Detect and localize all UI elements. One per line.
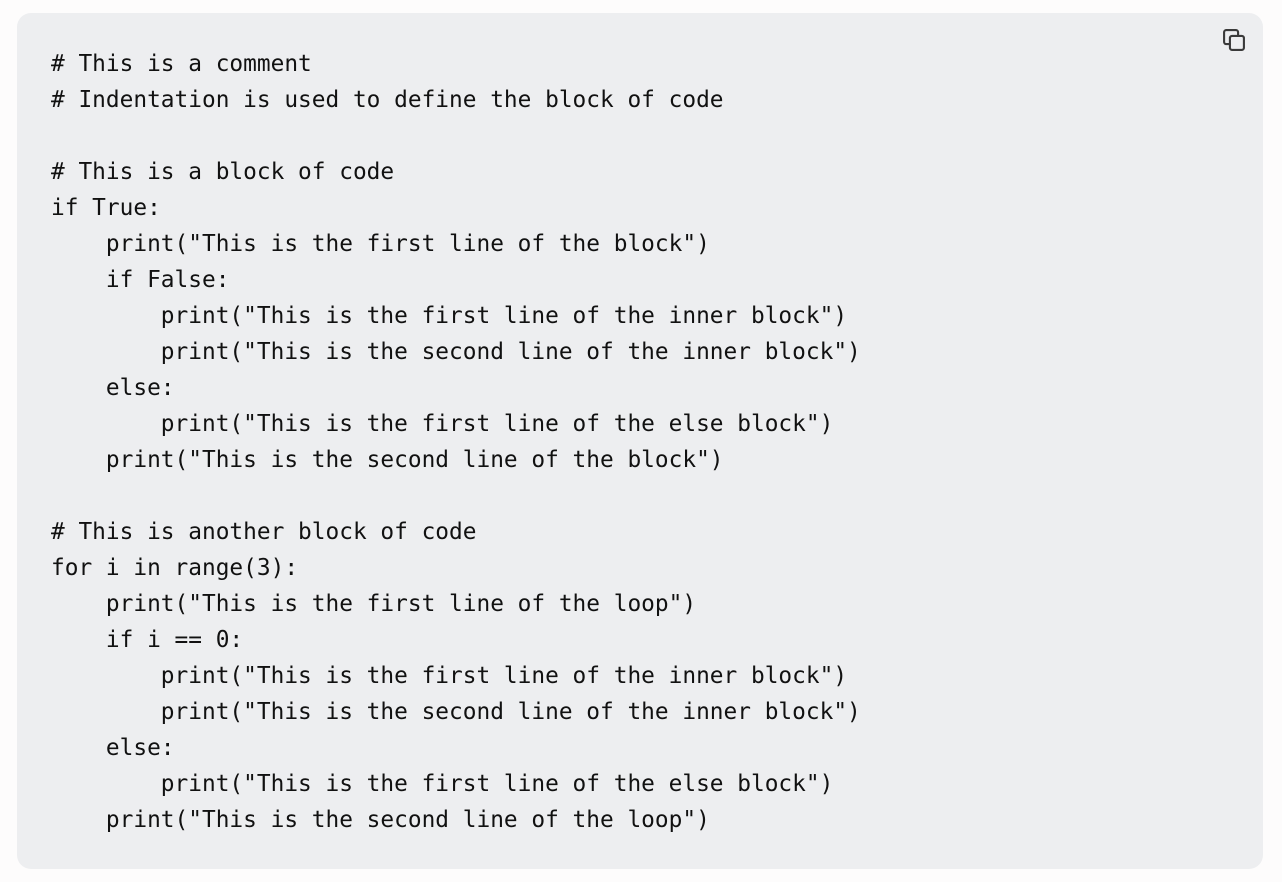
- code-block: # This is a comment # Indentation is used…: [17, 13, 1263, 869]
- code-line: # This is a comment: [51, 51, 312, 77]
- code-line: else:: [51, 735, 175, 761]
- code-line: print("This is the first line of the inn…: [51, 663, 848, 689]
- code-line: print("This is the second line of the lo…: [51, 807, 710, 833]
- code-line: print("This is the first line of the blo…: [51, 231, 710, 257]
- code-line: if True:: [51, 195, 161, 221]
- code-line: print("This is the second line of the bl…: [51, 447, 724, 473]
- copy-icon: [1223, 29, 1245, 51]
- code-line: if i == 0:: [51, 627, 244, 653]
- code-line: # This is another block of code: [51, 519, 477, 545]
- copy-code-button[interactable]: [1219, 25, 1249, 55]
- code-line: print("This is the second line of the in…: [51, 339, 861, 365]
- code-line: for i in range(3):: [51, 555, 299, 581]
- code-line: # Indentation is used to define the bloc…: [51, 87, 724, 113]
- code-content: # This is a comment # Indentation is used…: [51, 46, 861, 838]
- code-line: print("This is the first line of the els…: [51, 411, 834, 437]
- code-line: print("This is the first line of the inn…: [51, 303, 848, 329]
- code-line: [51, 118, 861, 154]
- code-line: print("This is the first line of the loo…: [51, 591, 697, 617]
- code-line: # This is a block of code: [51, 159, 395, 185]
- code-line: print("This is the second line of the in…: [51, 699, 861, 725]
- code-line: else:: [51, 375, 175, 401]
- code-line: if False:: [51, 267, 230, 293]
- code-line: print("This is the first line of the els…: [51, 771, 834, 797]
- code-line: [51, 478, 861, 514]
